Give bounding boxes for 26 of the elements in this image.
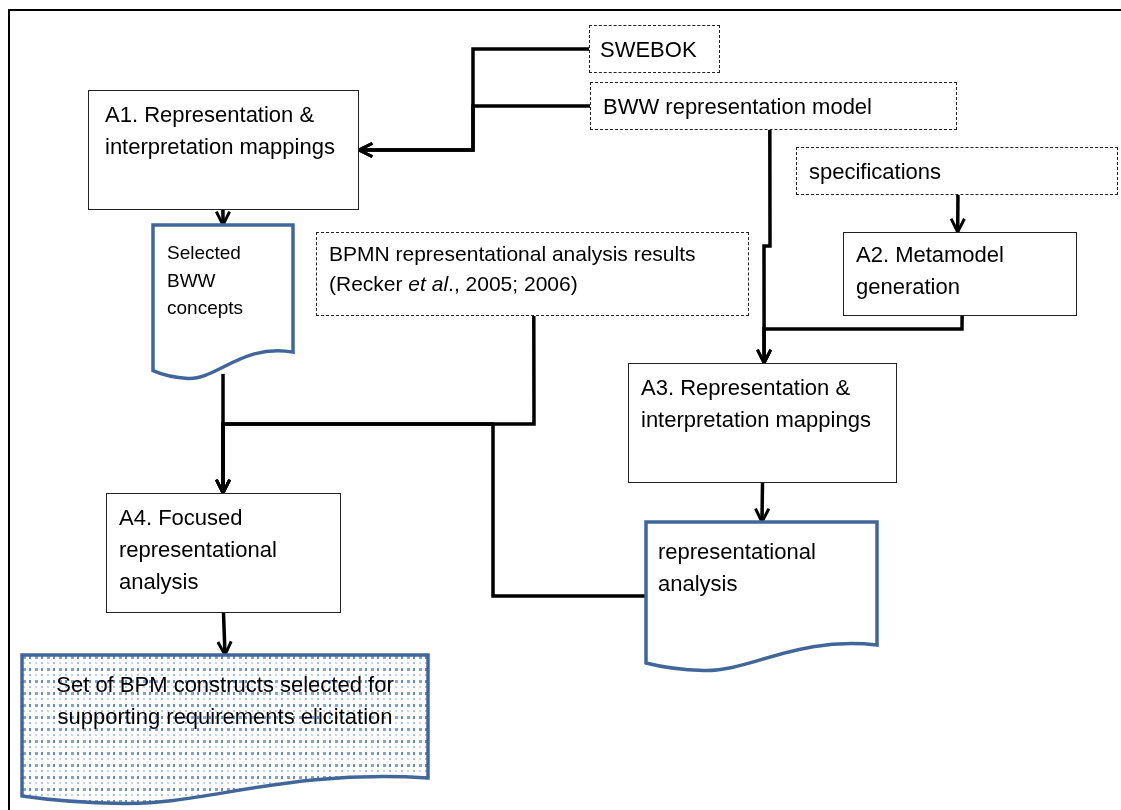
dashed-source-box <box>589 25 720 73</box>
process-box <box>843 232 1077 316</box>
node-text: BWW representation model <box>603 93 873 121</box>
arrow <box>214 422 646 598</box>
document-shape <box>22 655 428 805</box>
node-text: Selected BWW concepts <box>167 241 245 321</box>
process-box <box>88 90 359 210</box>
node-text: Set of BPM constructs selected for supporting requirements elicitation <box>55 671 395 731</box>
dashed-source-box <box>590 82 957 130</box>
arrow <box>755 316 964 365</box>
node-text: representational analysis <box>658 538 817 598</box>
arrow <box>949 195 966 234</box>
document-shape <box>153 225 293 380</box>
arrow <box>357 104 590 159</box>
process-box <box>106 493 341 613</box>
node-text: specifications <box>809 158 943 186</box>
document-shape <box>646 522 877 672</box>
dashed-source-box <box>316 232 749 316</box>
node-text: BPMN representational analysis results (Recker et al., 2005; 2006) <box>329 241 697 298</box>
node-text: A2. Metamodel generation <box>856 241 1005 301</box>
node-text: A3. Representation & interpretation mappings <box>641 374 872 434</box>
dashed-source-box <box>796 147 1118 195</box>
node-text: A1. Representation & interpretation mappings <box>105 101 336 161</box>
process-box <box>628 363 897 483</box>
node-text: A4. Focused representational analysis <box>119 504 278 596</box>
node-text: SWEBOK <box>600 36 698 64</box>
